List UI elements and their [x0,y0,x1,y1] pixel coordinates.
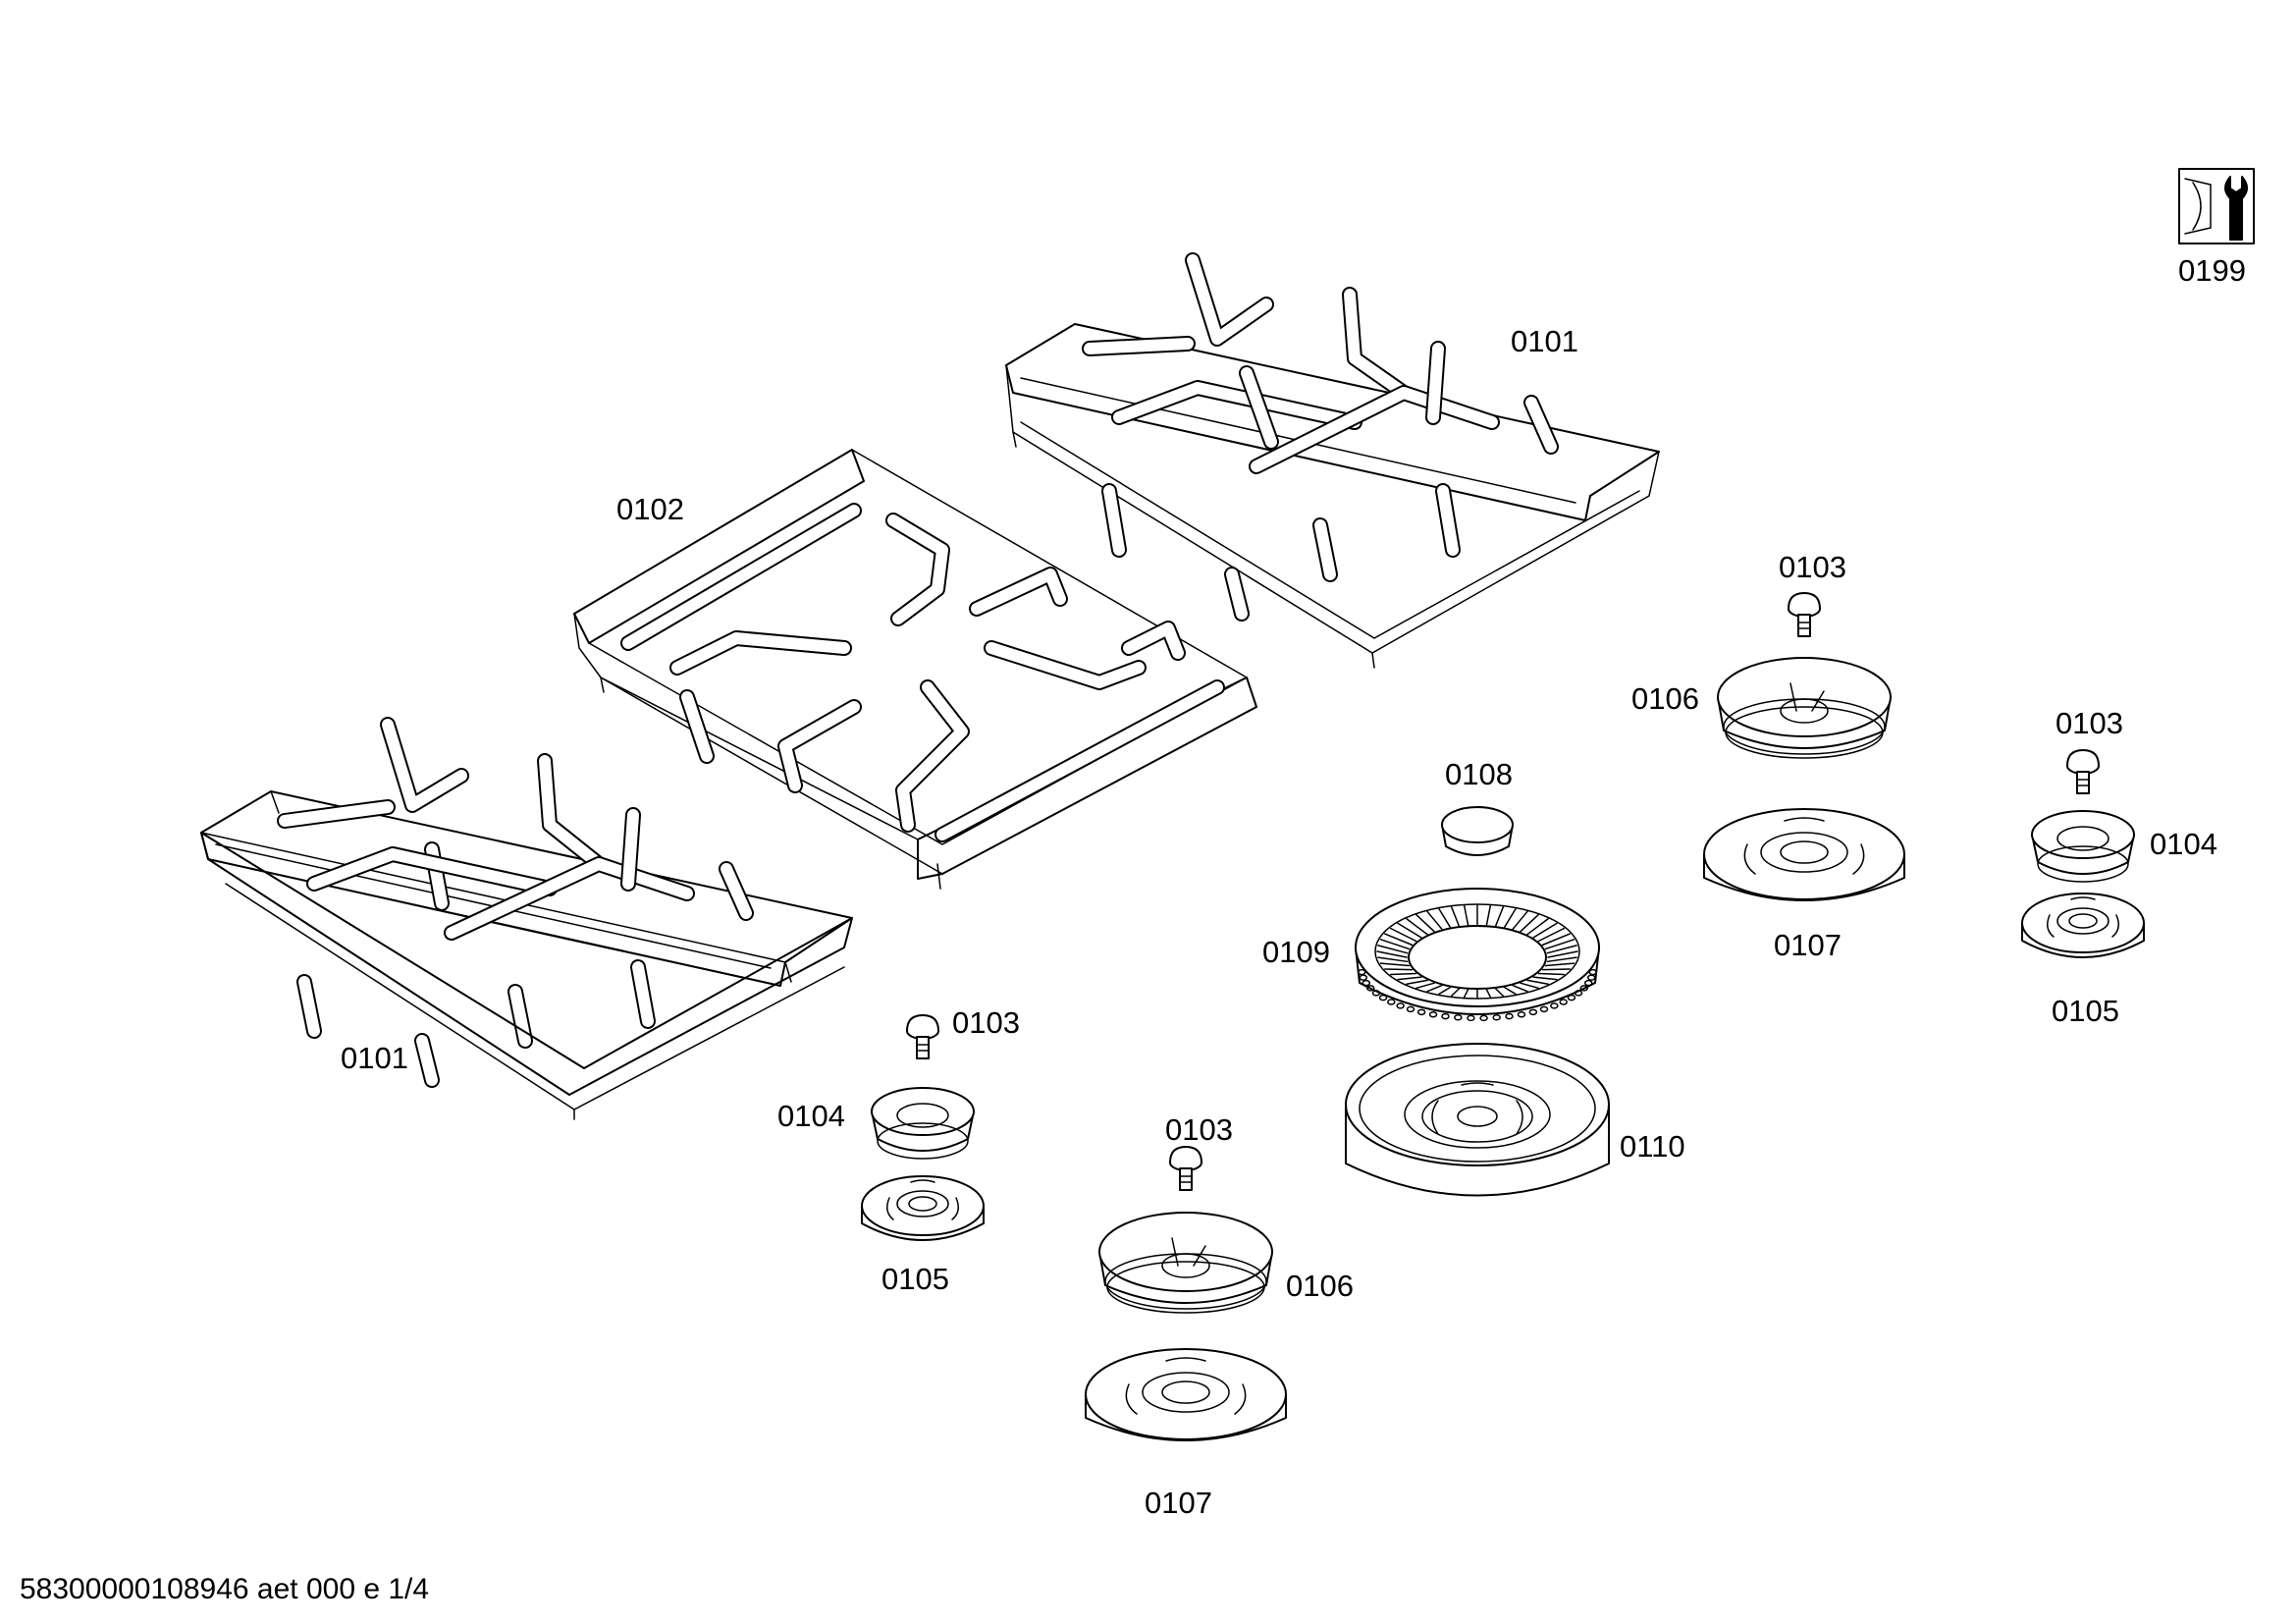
callout-cap-medium-a: 0106 [1286,1269,1354,1303]
callout-screw-a: 0103 [952,1005,1020,1040]
cap-wok [1441,806,1514,856]
screw-b [1169,1146,1202,1191]
grate-right [1005,252,1660,669]
base-medium-b [1703,808,1905,901]
callout-screw-b: 0103 [1165,1112,1233,1147]
callout-screw-c: 0103 [1779,550,1846,584]
callout-base-small-b: 0105 [2052,994,2119,1028]
callout-base-small-a: 0105 [881,1262,949,1296]
grate-left [200,717,853,1120]
cap-small-a [871,1087,975,1160]
screw-a [906,1014,939,1059]
callout-grate-left: 0101 [341,1041,408,1075]
callout-cap-small-a: 0104 [777,1099,845,1133]
callout-tools: 0199 [2178,253,2246,288]
wrench-tool-icon [2178,168,2255,244]
callout-base-medium-a: 0107 [1145,1486,1212,1520]
callout-base-medium-b: 0107 [1774,928,1842,962]
screw-c [1788,592,1821,637]
callout-base-wok: 0110 [1620,1129,1685,1164]
screw-d [2066,749,2100,794]
callout-cap-wok: 0108 [1445,757,1513,791]
grate-center [573,449,1257,890]
base-small-a [861,1175,985,1241]
ring-wok [1355,888,1600,1022]
callout-cap-small-b: 0104 [2150,827,2217,861]
base-wok [1345,1043,1610,1197]
callout-grate-center: 0102 [616,492,684,526]
cap-medium-a [1098,1212,1273,1314]
callout-cap-medium-b: 0106 [1631,681,1699,716]
document-id: 58300000108946 aet 000 e 1/4 [20,1573,430,1605]
cap-medium-b [1717,657,1892,759]
cap-small-b [2031,810,2135,883]
callout-grate-right: 0101 [1511,324,1578,358]
callout-screw-d: 0103 [2056,706,2123,740]
callout-ring-wok: 0109 [1262,935,1330,969]
base-small-b [2021,893,2145,958]
base-medium-a [1085,1348,1287,1441]
